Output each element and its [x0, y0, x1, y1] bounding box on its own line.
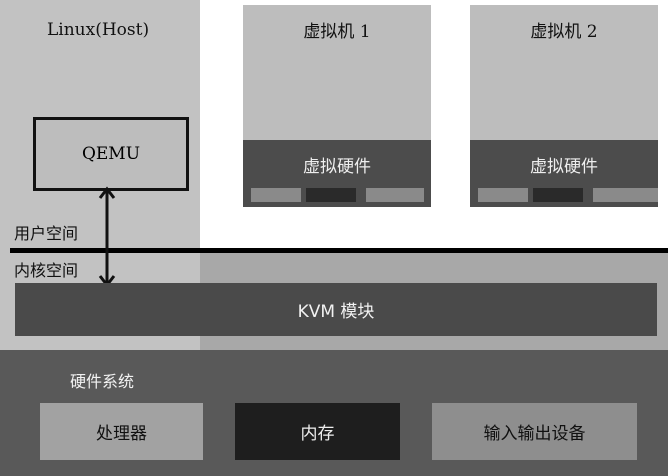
vm-1-title: 虚拟机 1: [303, 22, 371, 42]
vm-2-io-bar: [593, 188, 658, 202]
hardware-title: 硬件系统: [70, 372, 135, 391]
qemu-box: QEMU: [33, 117, 189, 191]
memory-box: 内存: [235, 403, 400, 460]
user-kernel-divider: [10, 248, 668, 253]
host-title: Linux(Host): [47, 20, 150, 40]
kernel-space-label: 内核空间: [14, 261, 79, 280]
kvm-module: KVM 模块: [15, 283, 657, 336]
io-devices-box: 输入输出设备: [432, 403, 637, 460]
vm-1-hardware-label: 虚拟硬件: [303, 157, 371, 177]
vm-1-cpu-bar: [251, 188, 301, 202]
user-space-label: 用户空间: [14, 224, 79, 243]
vm-2-mem-bar: [533, 188, 583, 202]
cpu-box: 处理器: [40, 403, 203, 460]
vm-2: 虚拟机 2 虚拟硬件: [470, 5, 658, 207]
vm-2-cpu-bar: [478, 188, 528, 202]
vm-1: 虚拟机 1 虚拟硬件: [243, 5, 431, 207]
vm-1-io-bar: [366, 188, 424, 202]
vm-2-hardware-label: 虚拟硬件: [530, 157, 598, 177]
vm-2-title: 虚拟机 2: [530, 22, 598, 42]
vm-1-mem-bar: [306, 188, 356, 202]
double-arrow-icon: [98, 186, 116, 288]
